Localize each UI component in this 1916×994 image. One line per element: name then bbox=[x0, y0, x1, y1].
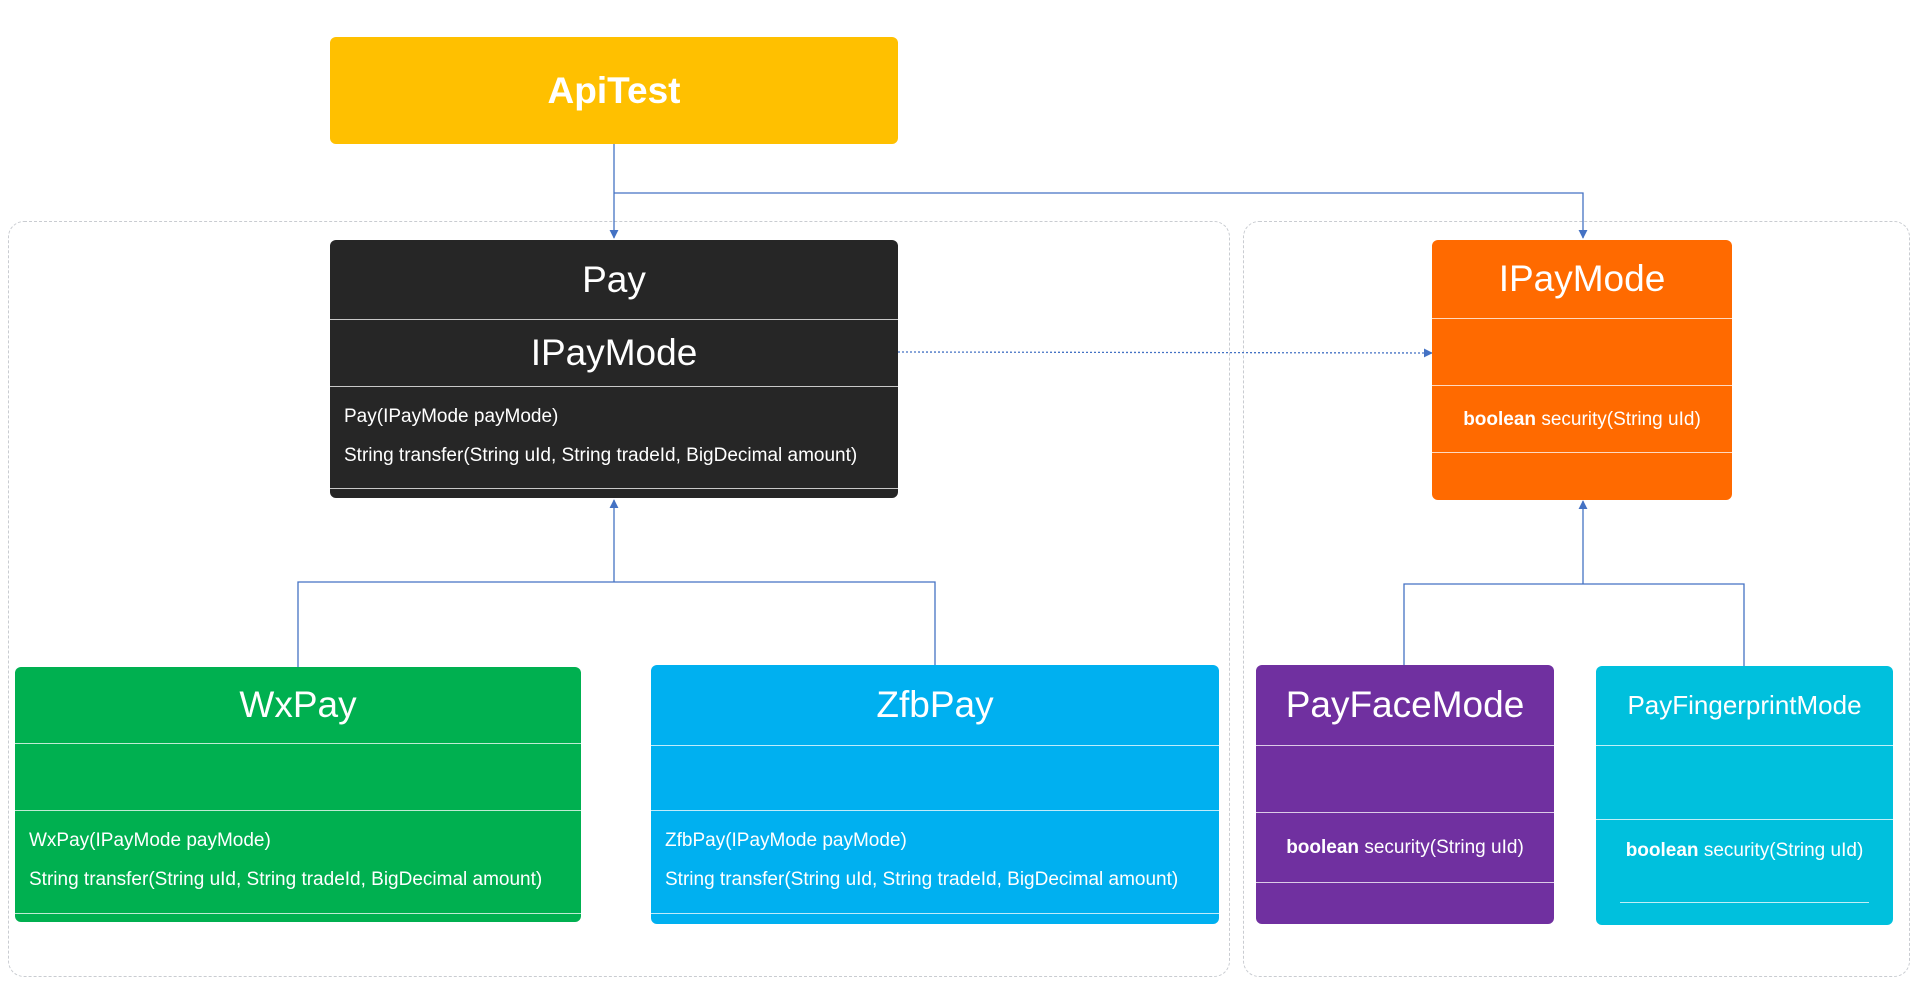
pay-fingerprint-mode-class-box[interactable]: PayFingerprintMode boolean security(Stri… bbox=[1596, 666, 1893, 925]
zfbpay-transfer-method: String transfer(String uId, String trade… bbox=[665, 869, 1179, 890]
ipaymode-footer-section bbox=[1432, 452, 1732, 500]
ipaymode-interface-box[interactable]: IPayMode boolean security(String uId) bbox=[1432, 240, 1732, 500]
pay-face-mode-footer-section bbox=[1256, 882, 1554, 924]
zfbpay-title: ZfbPay bbox=[876, 684, 994, 725]
connector-face-to-ipaymode bbox=[1403, 583, 1583, 665]
ipaymode-methods-section: boolean security(String uId) bbox=[1432, 385, 1732, 452]
zfbpay-methods-section: ZfbPay(IPayMode payMode) String transfer… bbox=[651, 810, 1219, 913]
connector-zfbpay-to-pay bbox=[614, 581, 936, 665]
pay-attributes-section: IPayMode bbox=[330, 319, 898, 386]
ipaymode-attributes-section bbox=[1432, 318, 1732, 385]
zfbpay-constructor-method: ZfbPay(IPayMode payMode) bbox=[665, 830, 907, 851]
pay-face-mode-attributes-section bbox=[1256, 745, 1554, 812]
wxpay-title: WxPay bbox=[239, 684, 357, 725]
zfbpay-attributes-section bbox=[651, 745, 1219, 810]
pay-face-mode-method-keyword: boolean bbox=[1286, 837, 1360, 858]
pay-fingerprint-mode-footer-section bbox=[1596, 880, 1893, 925]
connector-finger-to-ipaymode bbox=[1583, 583, 1745, 666]
pay-fingerprint-mode-title: PayFingerprintMode bbox=[1627, 690, 1862, 720]
wxpay-class-box[interactable]: WxPay WxPay(IPayMode payMode) String tra… bbox=[15, 667, 581, 922]
pay-attribute-ipaymode: IPayMode bbox=[530, 332, 698, 373]
ipaymode-security-method: boolean security(String uId) bbox=[1463, 410, 1701, 429]
pay-fingerprint-mode-method-signature: security(String uId) bbox=[1698, 839, 1864, 861]
wxpay-attributes-section bbox=[15, 743, 581, 810]
pay-constructor-method: Pay(IPayMode payMode) bbox=[344, 406, 559, 427]
pay-face-mode-method-signature: security(String uId) bbox=[1359, 837, 1524, 858]
ipaymode-method-keyword: boolean bbox=[1463, 408, 1537, 430]
pay-footer-section bbox=[330, 488, 898, 498]
pay-fingerprint-mode-attributes-section bbox=[1596, 745, 1893, 819]
pay-face-mode-security-method: boolean security(String uId) bbox=[1286, 838, 1524, 857]
pay-fingerprint-mode-footer-divider bbox=[1620, 902, 1869, 903]
pay-title: Pay bbox=[582, 258, 646, 300]
pay-fingerprint-mode-methods-section: boolean security(String uId) bbox=[1596, 819, 1893, 880]
ipaymode-title: IPayMode bbox=[1498, 258, 1666, 299]
pay-hierarchy-group bbox=[8, 221, 1230, 977]
wxpay-footer-section bbox=[15, 913, 581, 922]
apitest-title: ApiTest bbox=[547, 69, 681, 111]
paymode-hierarchy-group bbox=[1243, 221, 1910, 977]
ipaymode-method-signature: security(String uId) bbox=[1536, 408, 1701, 430]
zfbpay-footer-section bbox=[651, 913, 1219, 924]
connector-pay-to-ipaymode bbox=[897, 348, 1433, 358]
pay-transfer-method: String transfer(String uId, String trade… bbox=[344, 445, 858, 466]
pay-fingerprint-mode-security-method: boolean security(String uId) bbox=[1626, 841, 1864, 860]
pay-class-box[interactable]: Pay IPayMode Pay(IPayMode payMode) Strin… bbox=[330, 240, 898, 498]
connector-apitest-to-ipaymode bbox=[614, 192, 1588, 239]
connector-wxpay-to-pay bbox=[297, 581, 614, 667]
pay-face-mode-methods-section: boolean security(String uId) bbox=[1256, 812, 1554, 882]
apitest-class-box[interactable]: ApiTest bbox=[330, 37, 898, 144]
wxpay-methods-section: WxPay(IPayMode payMode) String transfer(… bbox=[15, 810, 581, 913]
pay-face-mode-title: PayFaceMode bbox=[1285, 684, 1525, 725]
wxpay-transfer-method: String transfer(String uId, String trade… bbox=[29, 869, 543, 890]
zfbpay-class-box[interactable]: ZfbPay ZfbPay(IPayMode payMode) String t… bbox=[651, 665, 1219, 924]
wxpay-constructor-method: WxPay(IPayMode payMode) bbox=[29, 830, 271, 851]
pay-methods-section: Pay(IPayMode payMode) String transfer(St… bbox=[330, 386, 898, 488]
pay-face-mode-class-box[interactable]: PayFaceMode boolean security(String uId) bbox=[1256, 665, 1554, 924]
pay-fingerprint-mode-method-keyword: boolean bbox=[1625, 839, 1699, 861]
